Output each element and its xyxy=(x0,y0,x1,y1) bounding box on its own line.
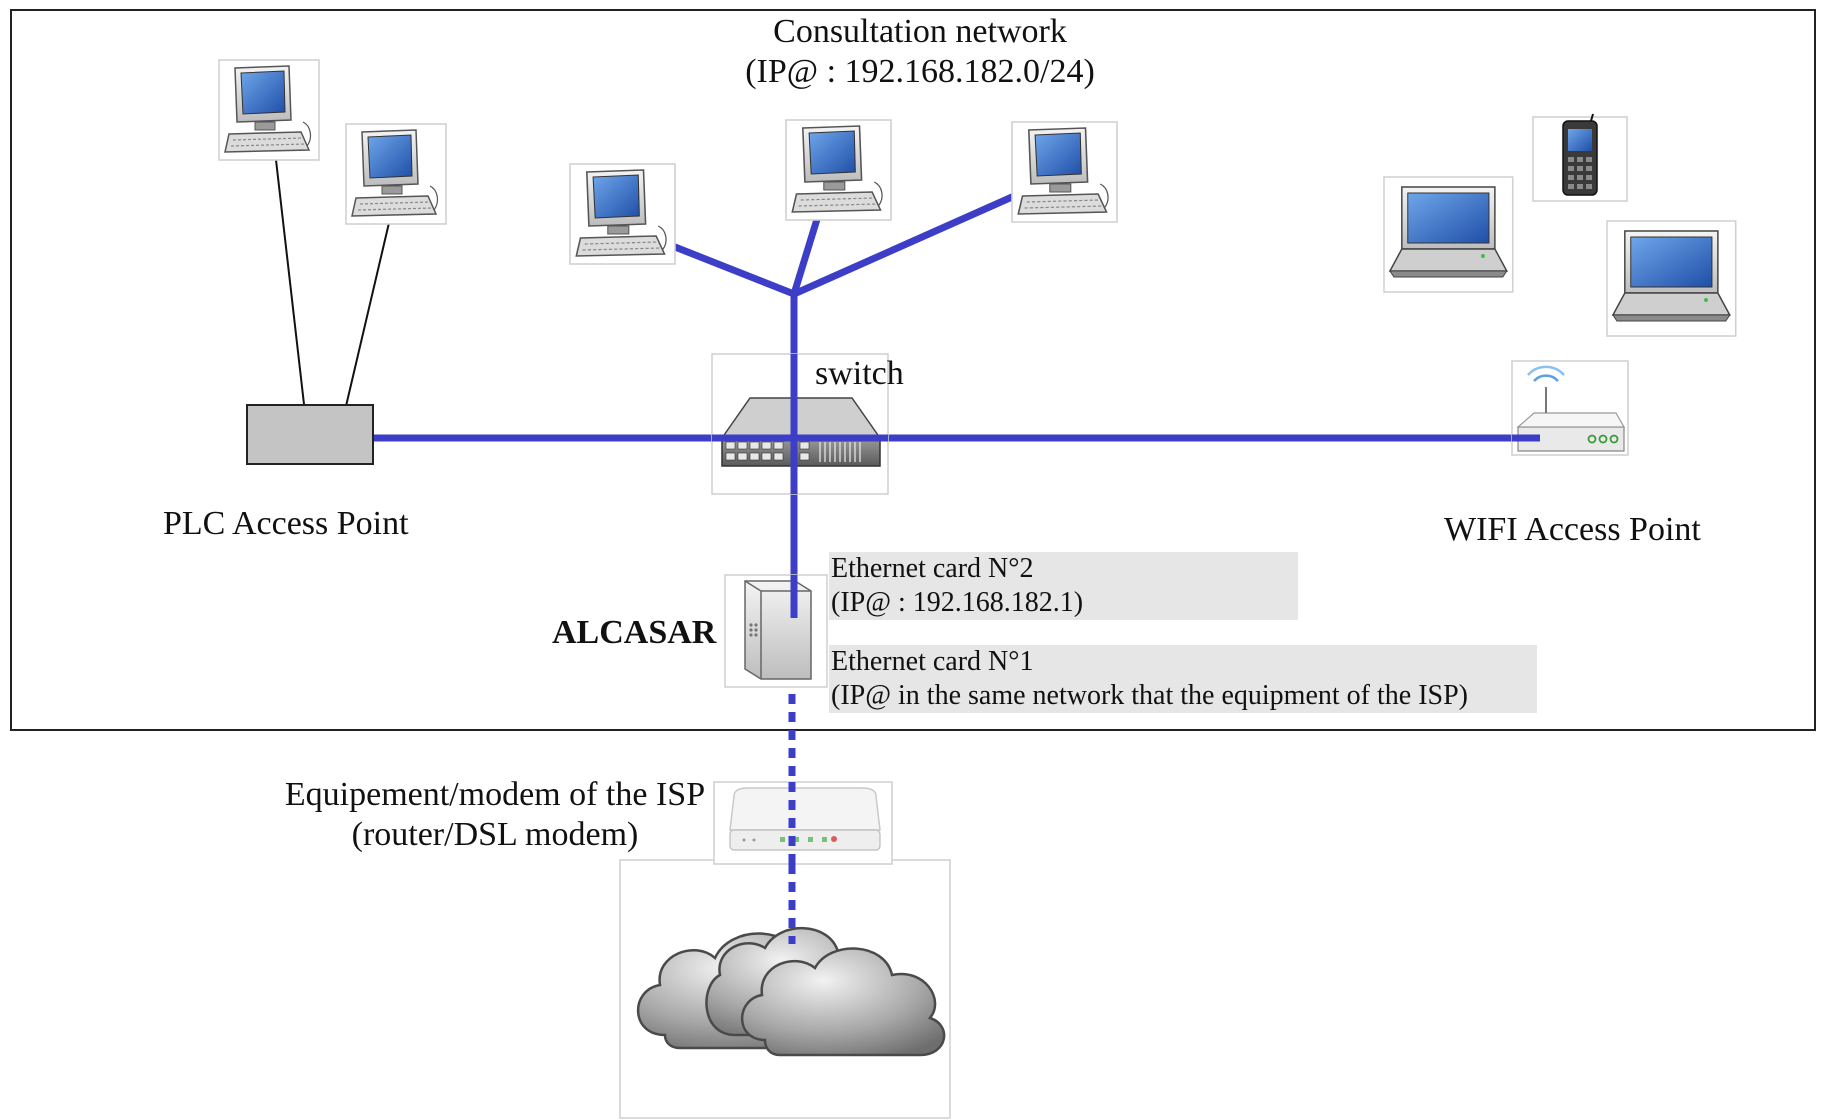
desktop-computer-icon xyxy=(218,59,320,161)
alcasar-label: ALCASAR xyxy=(552,614,717,651)
ethernet-card-2-box: Ethernet card N°2 (IP@ : 192.168.182.1) xyxy=(829,552,1298,620)
cloud-icon xyxy=(619,859,951,1119)
isp-equipment-label-line2: (router/DSL modem) xyxy=(351,816,639,853)
wifi-router-icon xyxy=(1511,360,1629,456)
plc-access-point-label: PLC Access Point xyxy=(163,505,409,542)
ethernet-card-1-ip: (IP@ in the same network that the equipm… xyxy=(831,680,1468,711)
plc-access-point-box xyxy=(246,404,374,465)
mobile-phone-icon xyxy=(1532,113,1628,202)
ethernet-card-1-box: Ethernet card N°1 (IP@ in the same netwo… xyxy=(829,645,1537,713)
consultation-network-frame xyxy=(10,9,1816,731)
laptop-icon xyxy=(1606,220,1737,337)
link-pc6-hub xyxy=(790,193,1016,298)
dsl-modem-icon xyxy=(713,781,893,865)
ethernet-card-2-ip: (IP@ : 192.168.182.1) xyxy=(831,587,1084,618)
network-switch-icon xyxy=(711,353,889,495)
isp-equipment-label-line1: Equipement/modem of the ISP xyxy=(284,776,706,813)
desktop-computer-icon xyxy=(1011,121,1118,223)
wifi-access-point-label: WIFI Access Point xyxy=(1444,511,1701,548)
ethernet-card-1-title: Ethernet card N°1 xyxy=(831,646,1034,677)
server-tower-icon xyxy=(724,574,828,688)
network-title-line1: Consultation network xyxy=(773,13,1067,50)
desktop-computer-icon xyxy=(345,123,447,225)
plc-link-1 xyxy=(275,159,306,414)
laptop-icon xyxy=(1383,176,1514,293)
ethernet-card-2-title: Ethernet card N°2 xyxy=(831,553,1034,584)
network-title-line2: (IP@ : 192.168.182.0/24) xyxy=(745,53,1095,90)
switch-label: switch xyxy=(815,355,904,392)
desktop-computer-icon xyxy=(569,163,676,265)
desktop-computer-icon xyxy=(785,119,892,221)
